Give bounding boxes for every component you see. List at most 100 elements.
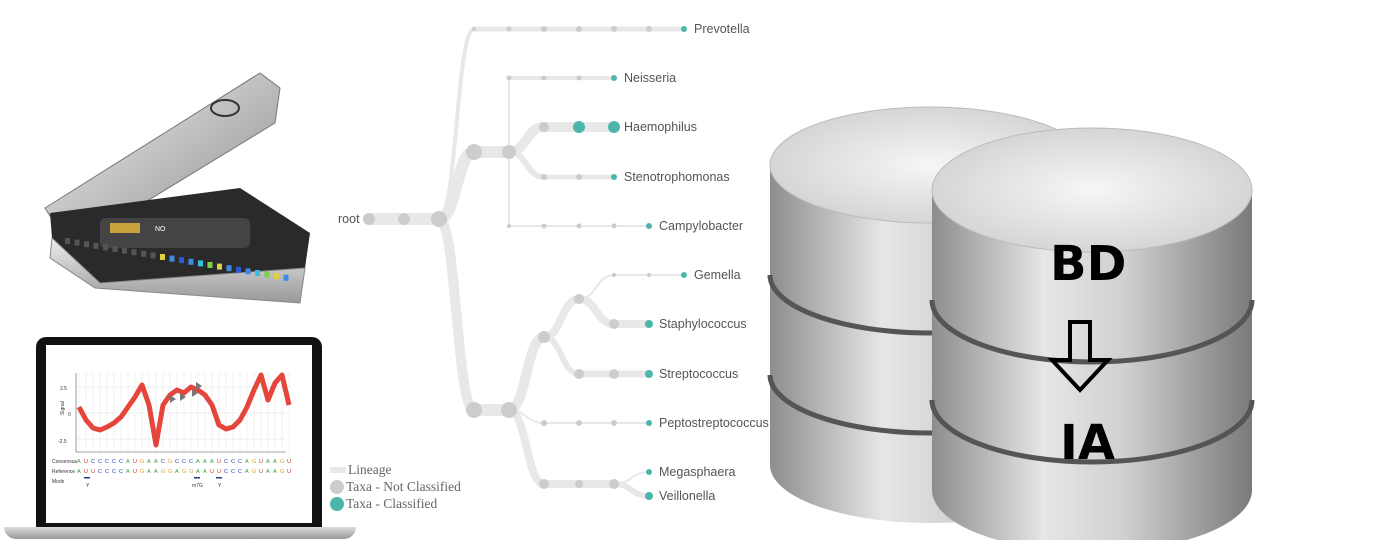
taxon-node-not-classified[interactable] <box>576 223 582 229</box>
base-letter: C <box>182 459 186 465</box>
taxon-node-classified[interactable] <box>645 370 653 378</box>
base-letter: C <box>224 469 228 475</box>
taxon-node-not-classified[interactable] <box>646 26 652 32</box>
base-letter: C <box>91 459 95 465</box>
base-letter: A <box>273 459 277 465</box>
cylinder-top <box>931 127 1253 253</box>
taxon-node-not-classified[interactable] <box>472 27 476 31</box>
led <box>93 242 99 249</box>
taxon-node-classified[interactable] <box>608 121 620 133</box>
taxon-label[interactable]: Staphylococcus <box>659 317 747 331</box>
taxon-label[interactable]: Haemophilus <box>624 120 697 134</box>
taxon-node-not-classified[interactable] <box>609 479 619 489</box>
lineage-edge <box>578 274 615 300</box>
base-letter: A <box>147 459 151 465</box>
base-letter: C <box>189 459 193 465</box>
legend-lineage: Lineage <box>330 461 461 478</box>
base-letter: G <box>280 459 284 465</box>
taxon-node-not-classified[interactable] <box>431 211 447 227</box>
lineage-edge <box>434 214 479 415</box>
led <box>112 246 118 252</box>
taxon-node-classified[interactable] <box>681 26 687 32</box>
taxon-node-not-classified[interactable] <box>541 75 547 81</box>
taxon-node-classified[interactable] <box>611 75 617 81</box>
lineage-swatch <box>330 466 346 473</box>
taxon-node-not-classified[interactable] <box>398 213 410 225</box>
led <box>169 255 175 262</box>
taxon-node-not-classified[interactable] <box>538 331 550 343</box>
taxon-label[interactable]: Campylobacter <box>659 219 744 233</box>
base-letter: A <box>245 459 249 465</box>
taxon-node-not-classified[interactable] <box>611 420 617 426</box>
taxon-node-classified[interactable] <box>645 320 653 328</box>
taxon-node-not-classified[interactable] <box>501 402 517 418</box>
taxon-node-not-classified[interactable] <box>539 479 549 489</box>
logo-icon <box>210 99 240 117</box>
taxon-node-not-classified[interactable] <box>541 174 547 180</box>
taxon-node-not-classified[interactable] <box>576 75 582 81</box>
base-letter: C <box>231 459 235 465</box>
mods-label: Mods <box>52 479 65 485</box>
taxon-label[interactable]: Megasphaera <box>659 465 736 479</box>
taxon-label[interactable]: Veillonella <box>659 489 716 503</box>
taxon-node-not-classified[interactable] <box>502 145 516 159</box>
taxon-node-classified[interactable] <box>646 469 652 475</box>
taxon-label[interactable]: Gemella <box>694 268 741 282</box>
base-letter: U <box>133 459 137 465</box>
taxon-node-not-classified[interactable] <box>612 273 616 277</box>
taxon-node-classified[interactable] <box>573 121 585 133</box>
taxon-node-not-classified[interactable] <box>541 223 547 229</box>
led <box>198 260 203 267</box>
taxon-node-classified[interactable] <box>645 492 653 500</box>
taxon-node-not-classified[interactable] <box>611 26 617 32</box>
taxon-node-not-classified[interactable] <box>466 402 482 418</box>
taxon-node-not-classified[interactable] <box>647 273 651 277</box>
taxon-node-classified[interactable] <box>646 223 652 229</box>
taxon-node-not-classified[interactable] <box>611 223 617 229</box>
taxon-node-not-classified[interactable] <box>609 319 619 329</box>
led <box>207 262 213 268</box>
base-letter: A <box>196 459 200 465</box>
taxon-label[interactable]: Prevotella <box>694 22 750 36</box>
base-letter: A <box>196 469 200 475</box>
taxon-node-classified[interactable] <box>681 272 687 278</box>
taxon-node-not-classified[interactable] <box>575 480 583 488</box>
taxon-node-not-classified[interactable] <box>574 294 584 304</box>
taxon-label[interactable]: Neisseria <box>624 71 677 85</box>
taxon-node-not-classified[interactable] <box>576 26 582 32</box>
taxon-node-not-classified[interactable] <box>506 26 512 32</box>
taxon-node-not-classified[interactable] <box>541 420 547 426</box>
taxon-label[interactable]: Stenotrophomonas <box>624 170 730 184</box>
taxon-node-not-classified[interactable] <box>506 75 512 81</box>
base-letter: C <box>98 459 102 465</box>
base-letter: A <box>154 469 158 475</box>
taxon-label[interactable]: Peptostreptococcus <box>659 416 769 430</box>
base-letter: C <box>119 459 123 465</box>
base-letter: A <box>203 469 207 475</box>
taxon-node-not-classified[interactable] <box>363 213 375 225</box>
taxon-node-not-classified[interactable] <box>576 174 582 180</box>
taxon-node-classified[interactable] <box>646 420 652 426</box>
db-bottom-label: IA <box>1060 415 1116 471</box>
signal-axis-label: Signal <box>60 401 66 415</box>
svg-text:NO: NO <box>155 226 166 233</box>
base-letter: G <box>140 459 144 465</box>
led <box>122 247 127 254</box>
taxon-label[interactable]: Streptococcus <box>659 367 739 381</box>
taxon-node-not-classified[interactable] <box>574 369 584 379</box>
led <box>188 258 194 265</box>
base-letter: C <box>98 469 102 475</box>
base-letter: G <box>189 469 193 475</box>
taxon-node-not-classified[interactable] <box>576 420 582 426</box>
taxon-node-not-classified[interactable] <box>609 369 619 379</box>
taxon-node-not-classified[interactable] <box>507 224 511 228</box>
taxon-node-classified[interactable] <box>611 174 617 180</box>
ytick: -2.5 <box>58 439 67 445</box>
taxon-node-not-classified[interactable] <box>466 144 482 160</box>
taxon-node-not-classified[interactable] <box>539 122 549 132</box>
base-letter: C <box>238 459 242 465</box>
base-letter: C <box>119 469 123 475</box>
taxon-node-not-classified[interactable] <box>541 26 547 32</box>
base-letter: U <box>287 469 291 475</box>
mod-label: m7G <box>192 483 203 489</box>
